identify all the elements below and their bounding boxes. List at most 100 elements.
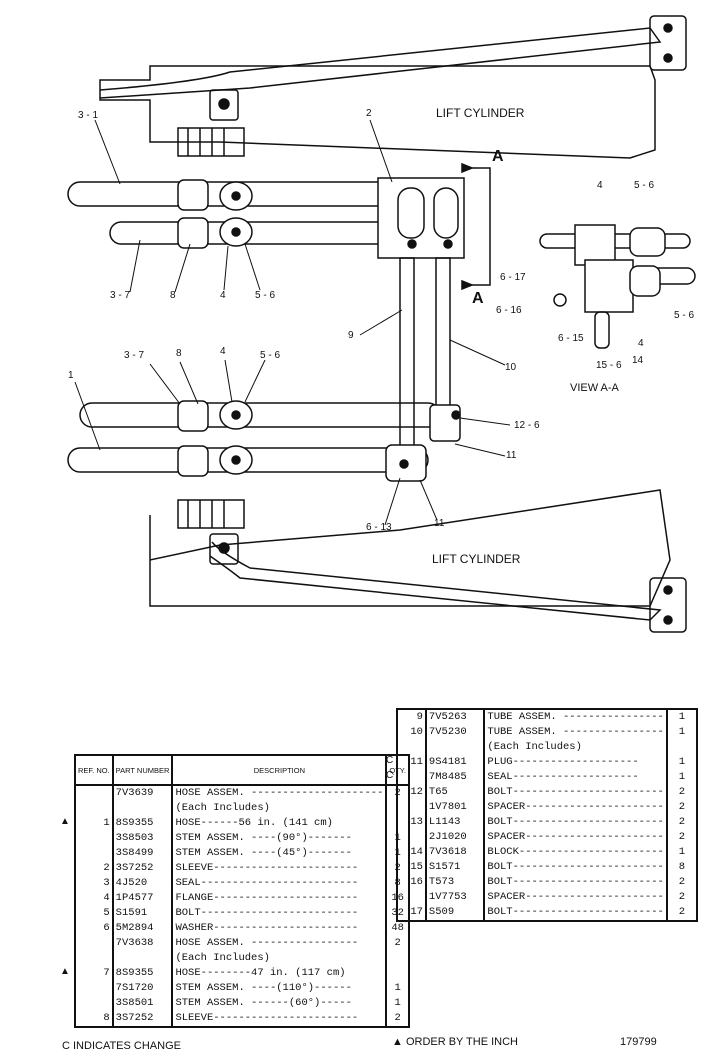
part-number-cell: 7V3638 <box>112 936 174 951</box>
description-cell: BOLT------------------------ <box>484 815 668 830</box>
ref-no-cell <box>397 770 427 785</box>
lift-cylinder-label-top: LIFT CYLINDER <box>436 106 525 120</box>
order-note: ▲ ORDER BY THE INCH <box>392 1036 519 1048</box>
ref-no-cell: 6 <box>75 921 114 936</box>
callout-2: 2 <box>366 108 372 119</box>
callout-11b: 11 <box>434 518 445 529</box>
ref-no-cell <box>75 801 114 816</box>
description-cell: (Each Includes) <box>172 951 388 966</box>
callout-view-6-17: 6 - 17 <box>500 272 526 283</box>
ref-no-cell: 4 <box>75 891 114 906</box>
callout-5-6-top: 5 - 6 <box>255 290 276 301</box>
qty-cell: 2 <box>394 1012 401 1024</box>
description-cell: PLUG-------------------- <box>484 755 668 770</box>
qty-cell: 1 <box>678 771 686 783</box>
table-row: (Each Includes) <box>397 740 697 755</box>
qty-cell: 2 <box>678 801 686 813</box>
description-cell: SLEEVE----------------------- <box>172 861 388 876</box>
view-a-a <box>539 224 696 349</box>
part-number-cell: 7V5263 <box>425 709 486 725</box>
part-number-cell: 3S8501 <box>112 996 174 1011</box>
section-letter-bottom: A <box>472 290 484 307</box>
callout-view-15-6: 15 - 6 <box>596 360 622 371</box>
part-number-cell: 2J1020 <box>425 830 486 845</box>
description-cell: SEAL-------------------- <box>484 770 668 785</box>
callout-view-14: 14 <box>632 355 644 366</box>
description-cell: TUBE ASSEM. ---------------- <box>484 725 668 740</box>
ref-no-cell: 3 <box>75 876 114 891</box>
qty-cell: 1 <box>678 756 686 768</box>
parts-table-left: REF. NO. PART NUMBER DESCRIPTION QTY. 7V… <box>74 754 410 1028</box>
qty-cell: 1 <box>678 846 686 858</box>
qty-cell: 2 <box>394 937 401 949</box>
table-row: (Each Includes) <box>75 801 409 816</box>
header-description: DESCRIPTION <box>172 755 388 786</box>
callout-view-5-6b: 5 - 6 <box>674 310 695 321</box>
callout-view-6-16: 6 - 16 <box>496 305 522 316</box>
qty-cell: 2 <box>678 786 686 798</box>
callout-8-bottom: 8 <box>176 348 182 359</box>
callout-view-4: 4 <box>597 180 603 191</box>
view-label: VIEW A-A <box>570 382 619 394</box>
ref-no-cell: 12 <box>397 785 427 800</box>
ref-no-cell: 15 <box>397 860 427 875</box>
ref-no-cell <box>75 831 114 846</box>
description-cell: STEM ASSEM. ----(110°)------ <box>172 981 388 996</box>
description-cell: BOLT------------------------ <box>484 860 668 875</box>
ref-no-cell: 16 <box>397 875 427 890</box>
part-number-cell: 1V7801 <box>425 800 486 815</box>
qty-cell: 2 <box>678 891 686 903</box>
part-number-cell: 4J520 <box>112 876 174 891</box>
part-number-cell: 3S8499 <box>112 846 174 861</box>
description-cell: TUBE ASSEM. ---------------- <box>484 709 668 725</box>
hose-assemblies-top <box>67 179 429 249</box>
order-by-inch-flag: ▲ <box>60 816 70 827</box>
ref-no-cell <box>75 936 114 951</box>
callout-3-1: 3 - 1 <box>78 110 99 121</box>
description-cell: FLANGE----------------------- <box>172 891 388 906</box>
part-number-cell: 7M8485 <box>425 770 486 785</box>
description-cell: STEM ASSEM. ----(45°)------- <box>172 846 388 861</box>
part-number-cell: S509 <box>425 905 486 921</box>
part-number-cell <box>425 740 486 755</box>
callout-4-top: 4 <box>220 290 226 301</box>
qty-cell: 8 <box>678 861 686 873</box>
ref-no-cell: 10 <box>397 725 427 740</box>
part-number-cell: 3S7252 <box>112 861 174 876</box>
ref-no-cell: 5 <box>75 906 114 921</box>
callout-view-5-6a: 5 - 6 <box>634 180 655 191</box>
description-cell: BOLT------------------------ <box>484 905 668 921</box>
description-cell: SLEEVE----------------------- <box>172 1011 388 1027</box>
change-note: C INDICATES CHANGE <box>62 1040 181 1052</box>
order-by-inch-flag: ▲ <box>60 966 70 977</box>
section-arrows <box>461 162 491 291</box>
description-cell: HOSE ASSEM. --------------------- <box>172 785 388 801</box>
ref-no-cell <box>75 996 114 1011</box>
qty-cell <box>667 740 697 755</box>
part-number-cell: 3S7252 <box>112 1011 174 1027</box>
description-cell: STEM ASSEM. ----(90°)------- <box>172 831 388 846</box>
callout-8-top: 8 <box>170 290 176 301</box>
hydraulic-lines-diagram <box>67 15 696 633</box>
callout-6-13: 6 - 13 <box>366 522 392 533</box>
qty-cell: 1 <box>394 997 401 1009</box>
ref-no-cell: 13 <box>397 815 427 830</box>
ref-no-cell <box>75 981 114 996</box>
qty-cell <box>386 966 409 981</box>
ref-no-cell: 14 <box>397 845 427 860</box>
ref-no-cell: 7 <box>75 966 114 981</box>
change-flag: C <box>386 755 394 766</box>
